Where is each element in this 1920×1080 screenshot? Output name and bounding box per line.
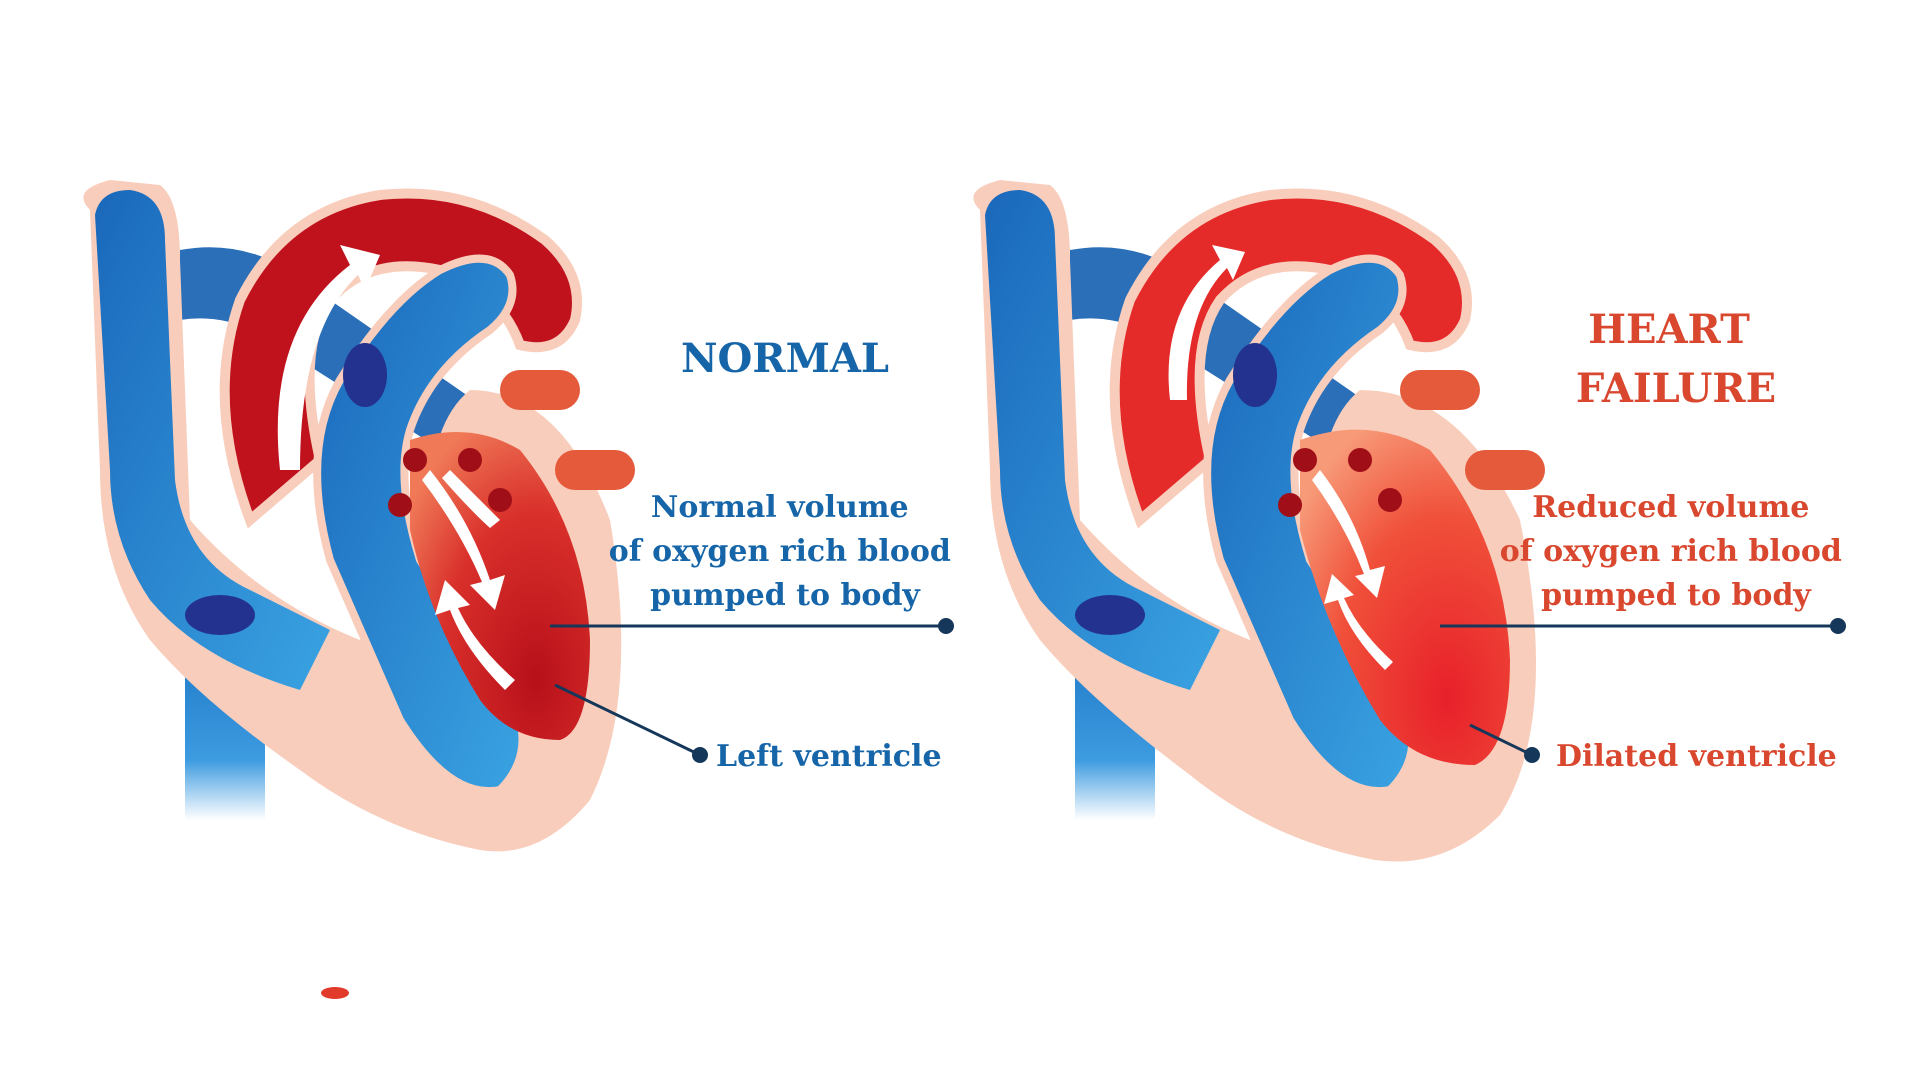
normal-title-line: NORMAL (681, 335, 889, 382)
valve-dot (1293, 448, 1317, 472)
ventricle-leader-line (554, 683, 701, 757)
pulmonary-valve (1233, 343, 1277, 407)
tricuspid-valve (1075, 595, 1145, 635)
valve-dot (1348, 448, 1372, 472)
valve-dot (403, 448, 427, 472)
failure-title: HEART FAILURE (1576, 306, 1776, 412)
normal-volume-leader-dot (938, 618, 954, 634)
pulmonary-valve (343, 343, 387, 407)
normal-volume-line: pumped to body (650, 578, 921, 613)
failure-labels: HEART FAILURE Reduced volume of oxygen r… (1440, 306, 1853, 774)
blood-flow-arrow-icon (277, 245, 380, 470)
blood-flow-arrow-icon (1312, 470, 1385, 598)
normal-title: NORMAL (681, 335, 889, 382)
failure-volume-leader-dot (1830, 618, 1846, 634)
valve-dot (1378, 488, 1402, 512)
vena-cava-upper (985, 190, 1220, 690)
ventricle-leader-dot (692, 747, 708, 763)
dilated-ventricle-chamber (1300, 429, 1510, 765)
dilated-ventricle-label: Dilated ventricle (1556, 739, 1837, 774)
failure-title-line: HEART (1588, 306, 1750, 353)
normal-volume-line: Normal volume (651, 490, 909, 525)
pulmonary-vein-stub-mid (555, 450, 635, 490)
failure-volume-line: Reduced volume (1532, 490, 1809, 525)
blood-flow-arrow-icon (442, 470, 500, 528)
failure-title-line: FAILURE (1576, 365, 1776, 412)
left-ventricle-label: Left ventricle (716, 739, 942, 774)
vena-cava-upper (95, 190, 330, 690)
valve-dot (1278, 493, 1302, 517)
normal-volume-line: of oxygen rich blood (609, 534, 951, 569)
blood-flow-arrow-icon (1324, 574, 1393, 670)
valve-dot (488, 488, 512, 512)
tricuspid-valve (185, 595, 255, 635)
normal-volume-label: Normal volume of oxygen rich blood pumpe… (609, 490, 962, 613)
pulmonary-vein-stub-top (1400, 370, 1480, 410)
normal-labels: NORMAL Normal volume of oxygen rich bloo… (550, 335, 962, 774)
dilated-ventricle-leader-line (1469, 723, 1533, 757)
valve-dot (388, 493, 412, 517)
failure-volume-label: Reduced volume of oxygen rich blood pump… (1500, 490, 1853, 613)
valve-dot (458, 448, 482, 472)
failure-volume-line: pumped to body (1541, 578, 1812, 613)
cropped-red-mark (321, 987, 349, 999)
blood-flow-arrow-icon (1168, 245, 1245, 400)
blood-flow-arrow-icon (435, 580, 515, 690)
blood-flow-arrow-icon (422, 470, 505, 610)
pulmonary-vein-stub-mid (1465, 450, 1545, 490)
normal-heart-illustration (83, 180, 635, 852)
failure-volume-line: of oxygen rich blood (1500, 534, 1842, 569)
pulmonary-vein-stub-top (500, 370, 580, 410)
dilated-ventricle-leader-dot (1524, 747, 1540, 763)
failure-heart-illustration (973, 180, 1545, 862)
